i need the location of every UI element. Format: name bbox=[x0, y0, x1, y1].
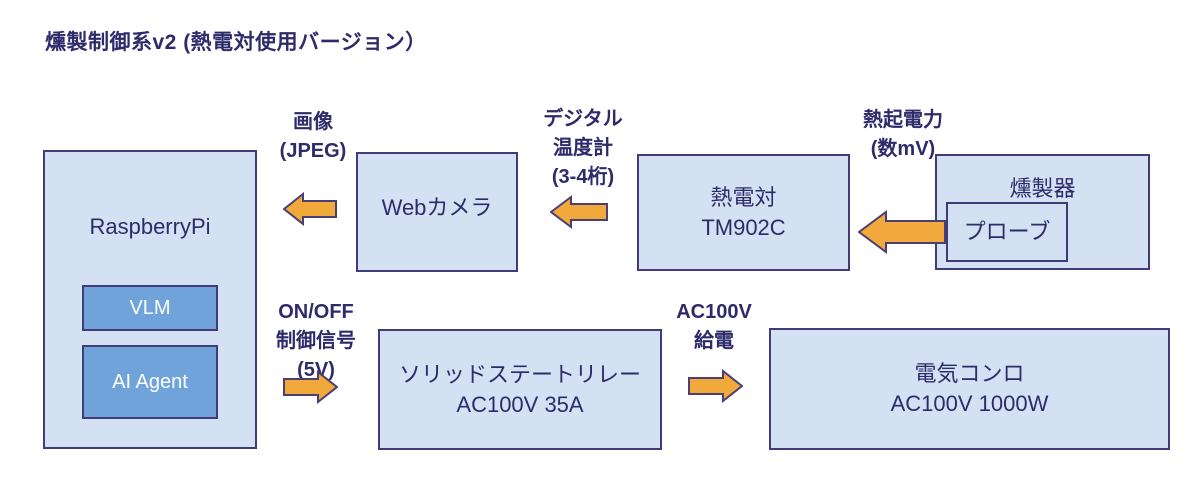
node-stove-line1: 電気コンロ bbox=[914, 361, 1025, 386]
arrow-probe-to-thermocouple-icon bbox=[858, 210, 946, 254]
edge-label-thermo-emf: 熱起電力 (数mV) bbox=[863, 109, 943, 160]
node-thermocouple: 熱電対 TM902C bbox=[637, 154, 850, 271]
node-raspberrypi: RaspberryPi VLM AI Agent bbox=[43, 150, 257, 449]
arrow-raspberrypi-to-ssr-icon bbox=[283, 370, 338, 404]
node-vlm: VLM bbox=[82, 285, 218, 331]
arrow-thermocouple-to-webcam-icon bbox=[550, 195, 608, 229]
node-probe-label: プローブ bbox=[963, 219, 1051, 244]
edge-label-ac-supply: AC100V 給電 bbox=[676, 301, 752, 352]
node-raspberrypi-label: RaspberryPi bbox=[89, 214, 211, 239]
node-thermocouple-line1: 熱電対 bbox=[710, 184, 777, 210]
node-ai-agent-label: AI Agent bbox=[112, 370, 188, 393]
node-ssr-line1: ソリッドステートリレー bbox=[398, 361, 641, 387]
node-webcam-label: Webカメラ bbox=[381, 195, 493, 220]
node-stove-line2: AC100V 1000W bbox=[890, 391, 1049, 416]
node-smoker-label: 燻製器 bbox=[1009, 176, 1076, 201]
node-ai-agent: AI Agent bbox=[82, 345, 218, 419]
edge-label-onoff-signal: ON/OFF 制御信号 (5V) bbox=[276, 301, 356, 381]
node-stove: 電気コンロ AC100V 1000W bbox=[769, 328, 1170, 450]
node-thermocouple-line2: TM902C bbox=[701, 214, 786, 240]
edge-label-image-jpeg: 画像 (JPEG) bbox=[279, 111, 347, 162]
node-webcam: Webカメラ bbox=[356, 152, 518, 272]
node-probe: プローブ bbox=[946, 202, 1068, 262]
node-ssr-line2: AC100V 35A bbox=[456, 391, 584, 417]
node-ssr: ソリッドステートリレー AC100V 35A bbox=[378, 329, 662, 450]
node-vlm-label: VLM bbox=[129, 296, 171, 319]
arrow-ssr-to-stove-icon bbox=[688, 369, 743, 403]
edge-label-digital-thermometer: デジタル 温度計 (3-4桁) bbox=[543, 108, 623, 188]
arrow-webcam-to-raspberrypi-icon bbox=[283, 192, 337, 226]
diagram-title: 燻製制御系v2 (熱電対使用バージョン） bbox=[45, 31, 427, 54]
